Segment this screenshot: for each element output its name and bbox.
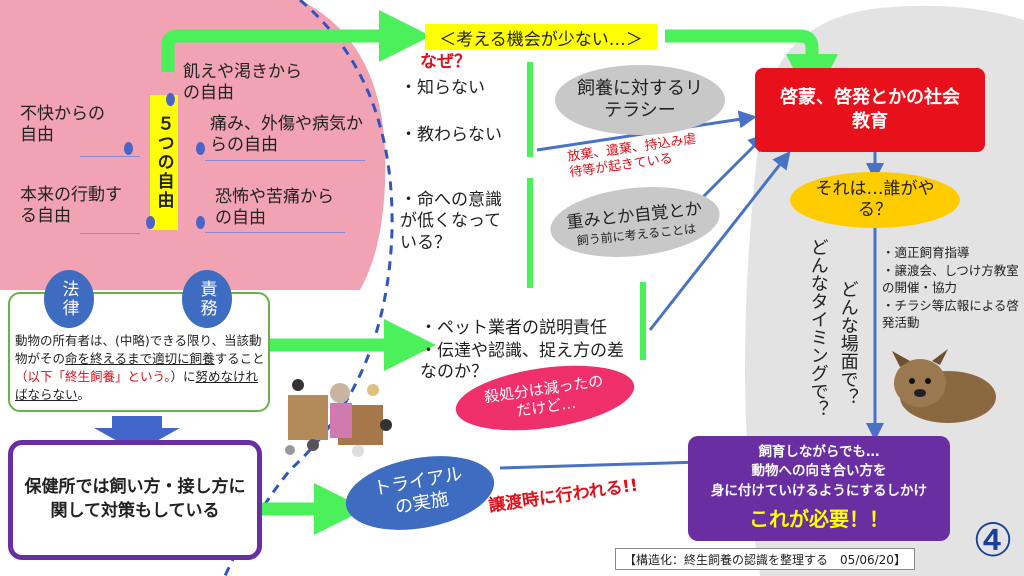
reason-not-taught: ・教わらない xyxy=(400,125,502,145)
five-freedoms-label: ５つの自由 xyxy=(150,95,178,230)
footer-label: 【構造化：終生飼養の認識を整理する 05/06/20】 xyxy=(615,548,915,570)
blue-arrow-3 xyxy=(648,150,791,331)
blue-arrow-trial xyxy=(499,453,709,472)
blue-arrow-2 xyxy=(698,133,767,202)
freedom-behavior: 本来の行動する自由 xyxy=(20,185,122,227)
why-label: なぜ？ xyxy=(420,52,471,72)
freedom-discomfort: 不快からの自由 xyxy=(20,104,105,146)
few-chances-label: ＜考える機会が少ない…＞ xyxy=(425,24,657,50)
reason-dont-know: ・知らない xyxy=(400,78,485,98)
reason-communication: ・伝達や認識、捉え方の差なのか？ xyxy=(420,341,624,383)
dog-illustration xyxy=(888,345,1000,427)
freedom-pain: 痛み、外傷や病気からの自由 xyxy=(210,114,363,156)
dashed-divider xyxy=(223,0,394,576)
health-center-box: 保健所では飼い方・接し方に関して対策もしている xyxy=(8,440,262,560)
green-arrow-top xyxy=(161,10,431,72)
page-number: ④ xyxy=(972,513,1014,567)
reason-pet-shop: ・ペット業者の説明責任 xyxy=(420,318,607,338)
law-bubble: 法律 xyxy=(44,270,94,328)
cats-illustration xyxy=(278,365,398,460)
law-text: 動物の所有者は、(中略)できる限り、当該動物がその命を終えるまで適切に飼養するこ… xyxy=(15,333,265,403)
education-box: 啓蒙、啓発とかの社会教育 xyxy=(755,68,985,152)
vertical-question-scene: どんな場面で？ xyxy=(837,280,859,406)
blue-down-arrow xyxy=(94,416,180,452)
freedom-hunger: 飢えや渇きからの自由 xyxy=(183,62,302,104)
pink-region xyxy=(0,0,386,290)
freedom-fear: 恐怖や苦痛からの自由 xyxy=(215,187,334,229)
who-bubble: それは…誰がやる？ xyxy=(790,172,960,228)
vertical-question-timing: どんなタイミングで？ xyxy=(807,238,829,418)
activities-list: ・適正飼育指導 ・譲渡会、しつけ方教室の開催・協力 ・チラシ等広報による啓発活動 xyxy=(882,245,1019,330)
mechanism-box: 飼育しながらでも… 動物への向き合い方を 身に付けていけるようにするしかけ これ… xyxy=(688,436,950,541)
green-arrow-right xyxy=(665,29,838,106)
literacy-bubble: 飼養に対するリテラシー xyxy=(555,65,725,135)
reason-low-awareness: ・命への意識が低くなっている？ xyxy=(400,190,502,253)
duty-bubble: 責務 xyxy=(182,270,232,328)
